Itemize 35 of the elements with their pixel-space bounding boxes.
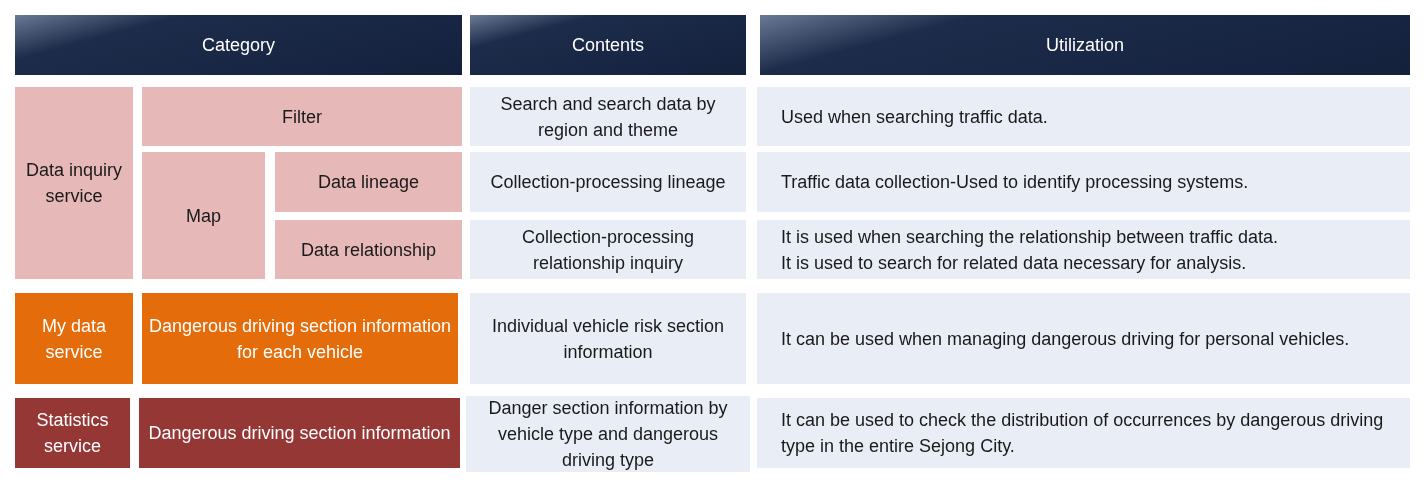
- utilization-text: It can be used when managing dangerous driving for personal vehicles.: [780, 327, 1351, 351]
- category-cell: [15, 293, 133, 384]
- utilization-text: It is used when searching the relationship between traffic data.: [780, 225, 1279, 249]
- header-cell: [15, 15, 462, 75]
- category-label: Dangerous driving section information for each vehicle: [147, 314, 453, 364]
- category-label: Filter: [281, 105, 323, 129]
- contents-text: Collection-processing lineage: [489, 171, 727, 194]
- category-cell: [275, 152, 462, 212]
- contents-text: Danger section information by vehicle type and dangerous driving type: [487, 397, 729, 472]
- contents-text: Individual vehicle risk section information: [490, 314, 726, 364]
- category-cell: [15, 87, 133, 279]
- category-cell: [142, 152, 265, 279]
- category-label: Data lineage: [316, 171, 421, 194]
- category-label: Data inquiry service: [24, 159, 123, 208]
- category-cell: [275, 220, 462, 279]
- category-cell: [139, 398, 460, 468]
- category-label: Data relationship: [299, 238, 438, 262]
- utilization-text: It can be used to check the distribution of occurrences by dangerous driving type in the entire Sejong City.: [780, 409, 1385, 458]
- category-label: Statistics service: [35, 409, 110, 458]
- category-cell: [15, 398, 130, 468]
- header-cell: [470, 15, 746, 75]
- category-label: Dangerous driving section information: [147, 422, 452, 445]
- contents-text: Collection-processing relationship inquiry: [520, 225, 696, 275]
- category-cell: [142, 87, 462, 146]
- category-cell: [142, 293, 458, 384]
- category-label: Map: [185, 204, 222, 228]
- column-heading: Contents: [570, 34, 645, 57]
- category-label: My data service: [41, 314, 107, 364]
- column-heading: Category: [200, 34, 276, 57]
- utilization-text: Used when searching traffic data.: [780, 105, 1049, 129]
- contents-text: Search and search data by region and theme: [499, 92, 717, 142]
- utilization-text: Traffic data collection-Used to identify processing systems.: [780, 171, 1250, 194]
- header-cell: [760, 15, 1410, 75]
- column-heading: Utilization: [1045, 34, 1125, 57]
- utilization-text: It is used to search for related data necessary for analysis.: [780, 251, 1248, 275]
